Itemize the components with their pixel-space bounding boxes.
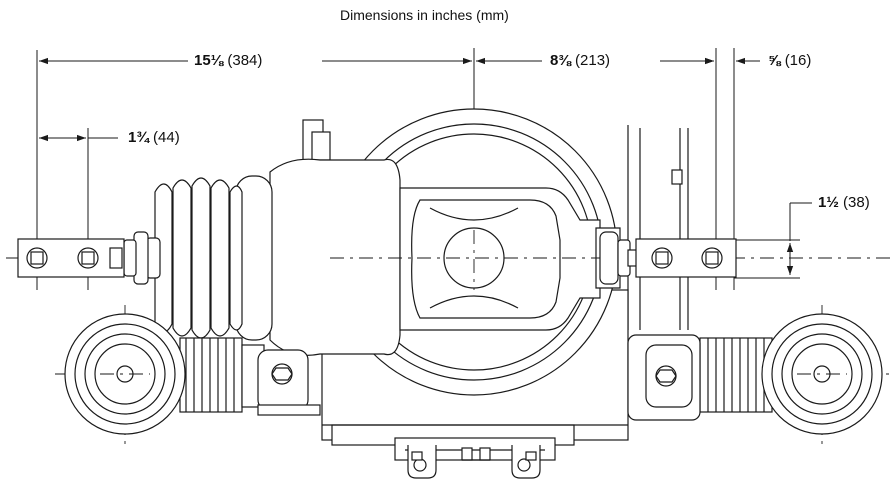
left-insulator	[123, 175, 273, 341]
dimension-terminal-pad-width: ⅝ (16)	[768, 52, 811, 70]
dimension-center-to-terminal: 8⅜ (213)	[550, 52, 610, 70]
bottom-brackets	[407, 445, 541, 479]
dimension-mm: (44)	[153, 129, 180, 146]
dimension-inches: 1½	[818, 194, 839, 211]
diagram-title: Dimensions in inches (mm)	[340, 7, 509, 23]
left-terminal-pad	[17, 238, 125, 278]
dimension-hole-spacing: 1¾ (44)	[128, 129, 180, 147]
dimension-pad-height: 1½ (38)	[818, 194, 870, 212]
dimension-lines	[36, 48, 812, 300]
dimension-inches: 1¾	[128, 129, 149, 146]
dimension-overall-width: 15⅛ (384)	[194, 52, 262, 70]
left-wheel	[64, 313, 186, 435]
dimension-mm: (16)	[784, 52, 812, 69]
dimension-inches: 15⅛	[194, 52, 224, 69]
dimension-mm: (213)	[575, 52, 611, 69]
right-bellows	[627, 334, 773, 421]
right-bushing	[595, 227, 641, 289]
right-wheel	[761, 313, 883, 435]
dimension-inches: 8⅜	[550, 52, 571, 69]
dimension-mm: (384)	[227, 52, 263, 69]
right-terminal-pad	[635, 238, 737, 278]
central-housing	[269, 158, 601, 356]
dimension-mm: (38)	[843, 194, 870, 211]
left-bellows	[179, 337, 321, 416]
dimension-inches: ⅝	[768, 52, 781, 69]
center-lines-overlay	[100, 230, 847, 375]
